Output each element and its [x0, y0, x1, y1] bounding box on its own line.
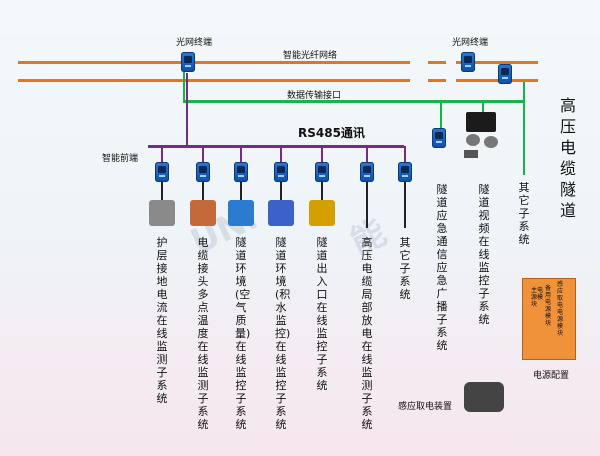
front-end-device-icon — [196, 162, 210, 182]
video-monitoring-system: 隧道视频在线监控子系统 — [478, 183, 490, 326]
fiber-line-2 — [18, 79, 410, 82]
sensor-photo-icon — [228, 200, 254, 226]
induction-device-icon — [464, 382, 504, 412]
data-line-drop-2 — [482, 100, 484, 114]
data-line — [183, 100, 525, 103]
fiber-line-2b — [428, 79, 446, 82]
sensor-photo-icon — [309, 200, 335, 226]
sensor-photo-icon — [268, 200, 294, 226]
rs485-bus — [148, 145, 404, 148]
main-title: 高压电缆隧道 — [559, 96, 576, 220]
power-module-1: 感应取电电源模块 — [557, 281, 564, 337]
fiber-line-1 — [18, 61, 410, 64]
fiber-network-label: 智能光纤网络 — [283, 51, 338, 61]
data-line-vertical — [183, 72, 185, 102]
rs485-drop — [186, 73, 188, 147]
rs485-branch — [240, 146, 242, 162]
sensor-photo-icon — [149, 200, 175, 226]
fiber-line-2c — [456, 79, 538, 82]
device-stem — [366, 182, 368, 228]
front-end-device-icon — [315, 162, 329, 182]
device-stem — [280, 182, 282, 200]
front-end-label: 智能前端 — [102, 154, 139, 164]
rs485-branch — [202, 146, 204, 162]
top-terminal-device-icon — [181, 52, 195, 72]
power-box: 主电源模块 备用电源模块 感应取电电源模块 — [522, 278, 576, 360]
top-terminal-device-icon — [461, 52, 475, 72]
device-stem — [202, 182, 204, 200]
device-stem — [240, 182, 242, 200]
data-line-right-up — [523, 82, 525, 102]
data-line-drop-1 — [440, 100, 442, 128]
power-config-label: 电源配置 — [533, 371, 570, 381]
camera-icon — [466, 134, 480, 146]
power-module-2: 备用电源模块 — [545, 285, 552, 327]
broadcast-device-icon — [432, 128, 446, 148]
fiber-line-1b — [428, 61, 446, 64]
subsystem-label: 高压电缆局部放电在线监测子系统 — [361, 236, 373, 431]
device-stem — [404, 182, 406, 228]
rs485-branch — [280, 146, 282, 162]
emergency-broadcast-system: 隧道应急通信应急广播子系统 — [436, 183, 448, 352]
subsystem-label: 隧道环境(积水监控)在线监控子系统 — [275, 236, 291, 431]
top-terminal-label-2: 光网终端 — [452, 38, 489, 48]
video-recorder-icon — [466, 112, 496, 132]
subsystem-label: 护层接地电流在线监测子系统 — [156, 236, 168, 405]
front-end-device-icon — [360, 162, 374, 182]
subsystem-label: 隧道出入口在线监控子系统 — [316, 236, 328, 392]
data-line-drop-3 — [523, 100, 525, 175]
power-module-3: 主电源模块 — [531, 287, 544, 308]
front-end-device-icon — [398, 162, 412, 182]
rs485-branch — [161, 146, 163, 162]
induction-device-label: 感应取电装置 — [398, 402, 453, 412]
front-end-device-icon — [274, 162, 288, 182]
top-terminal-device-icon — [498, 64, 512, 84]
fiber-line-1c — [456, 61, 538, 64]
subsystem-label: 隧道环境(空气质量)在线监控子系统 — [235, 236, 251, 431]
data-interface-label: 数据传输接口 — [287, 91, 342, 101]
rs485-branch — [321, 146, 323, 162]
sensor-photo-icon — [190, 200, 216, 226]
rs485-branch — [366, 146, 368, 162]
camera-icon — [484, 136, 498, 148]
rs485-label: RS485通讯 — [298, 126, 365, 140]
top-terminal-label-1: 光网终端 — [176, 38, 213, 48]
rs485-branch — [404, 146, 406, 162]
front-end-device-icon — [155, 162, 169, 182]
device-stem — [161, 182, 163, 200]
subsystem-label: 其它子系统 — [399, 236, 411, 301]
device-stem — [321, 182, 323, 200]
subsystem-label: 电缆接头多点温度在线监测子系统 — [197, 236, 209, 431]
other-system-right: 其它子系统 — [518, 181, 530, 246]
front-end-device-icon — [234, 162, 248, 182]
speaker-icon — [464, 150, 478, 158]
